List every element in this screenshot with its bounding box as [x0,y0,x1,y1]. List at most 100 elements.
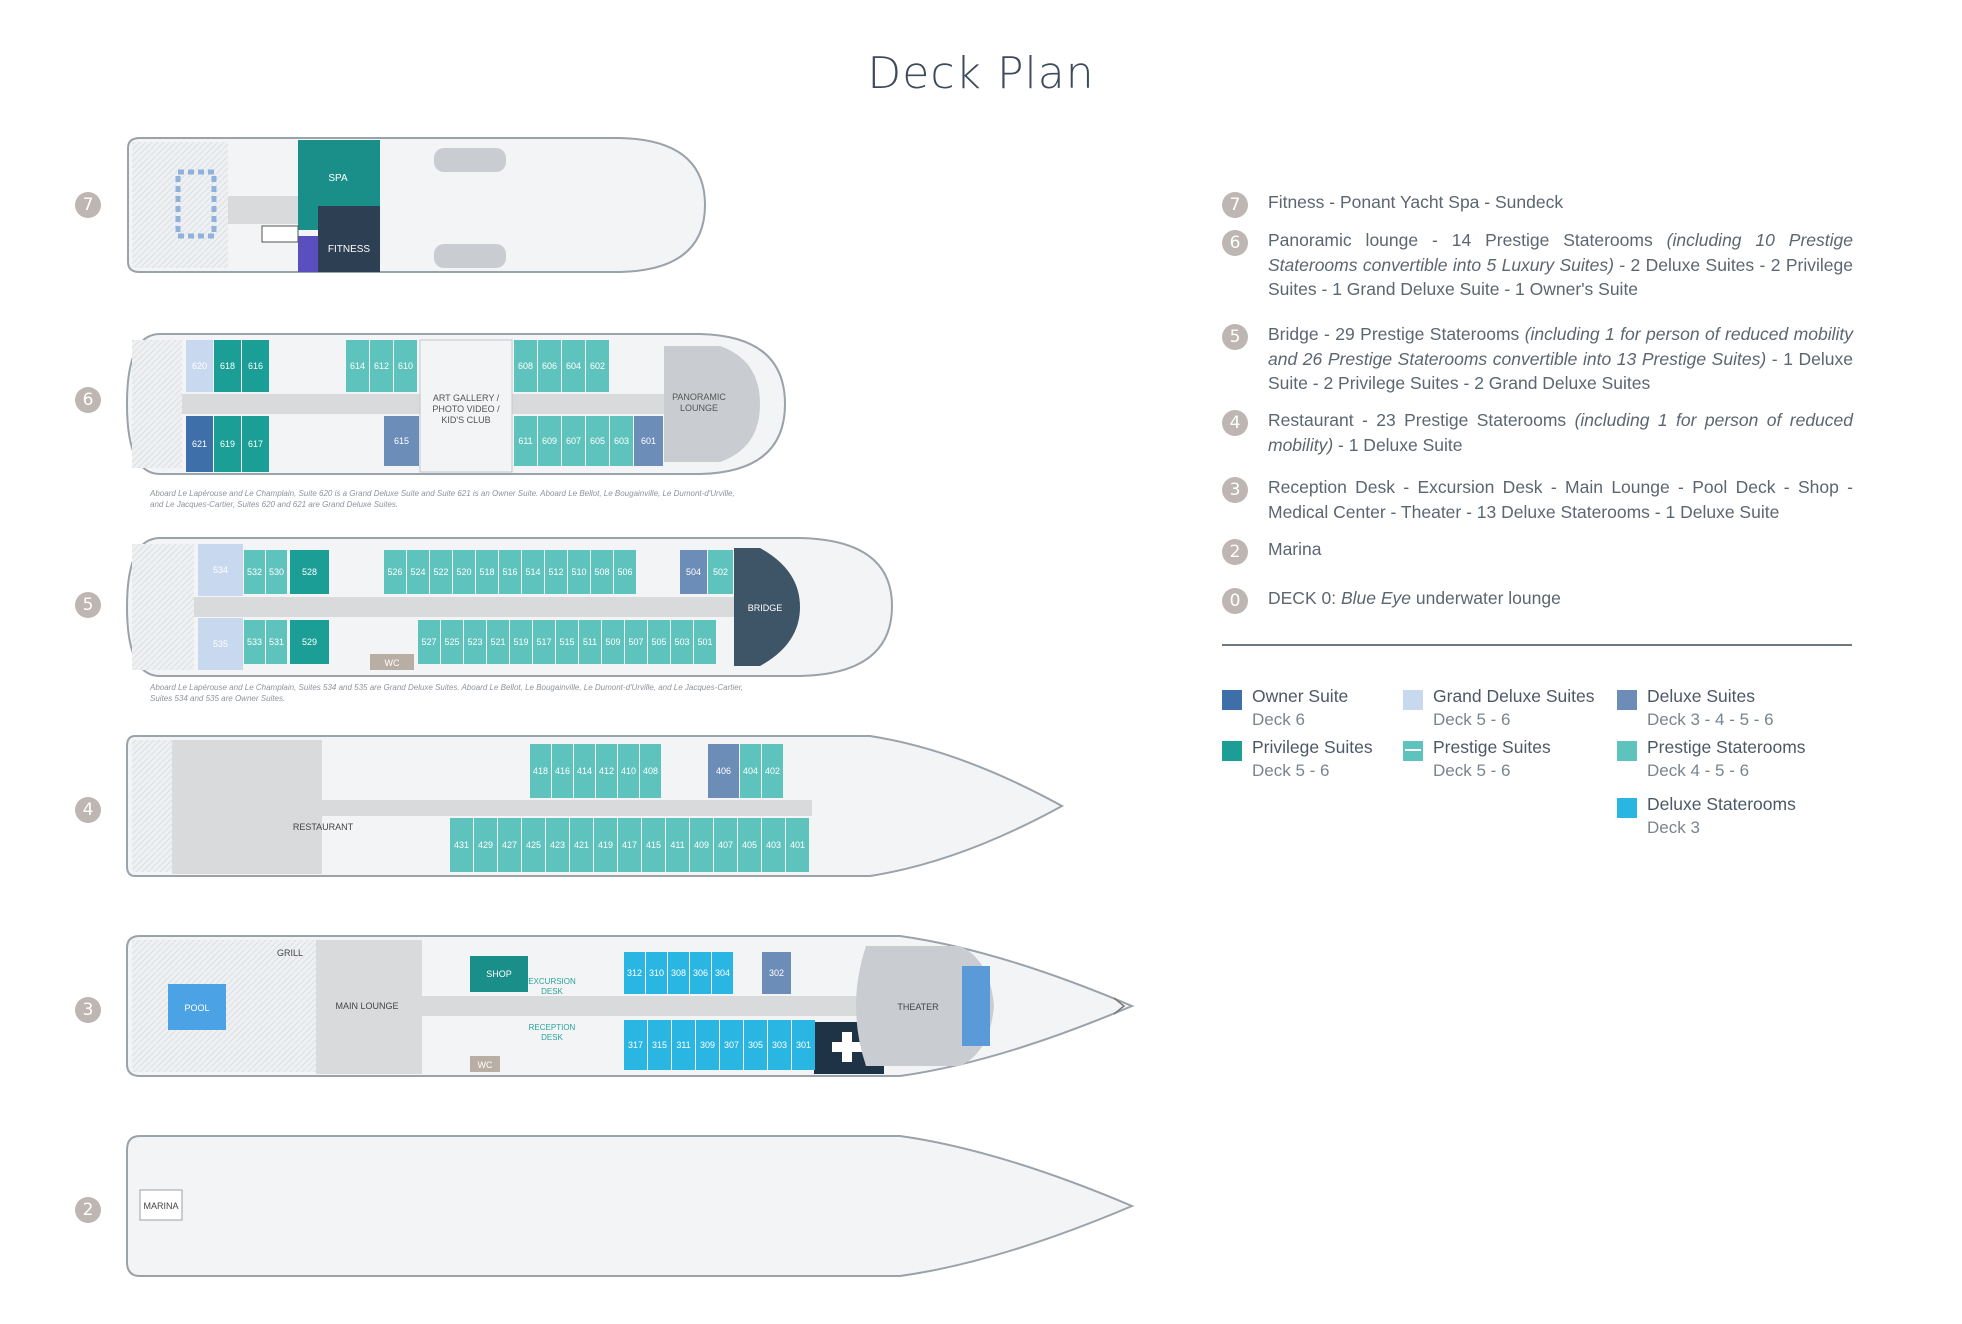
cabin-427 [498,818,521,872]
deck-4-badge: 4 [75,797,101,823]
cabin-label-423: 423 [550,840,565,850]
deck-6-plan: ART GALLERY / PHOTO VIDEO / KID'S CLUB P… [125,333,787,475]
cabin-label-620: 620 [192,361,207,371]
cabin-label-517: 517 [536,637,551,647]
cabin-label-532: 532 [247,567,262,577]
deck-plan-diagram: SPA FITNESS ART GALLERY / PHOTO VIDEO / … [125,137,1135,1277]
cabin-407 [714,818,737,872]
cabin-503 [671,620,693,664]
cabin-label-401: 401 [790,840,805,850]
cabin-412 [596,744,617,798]
cabin-label-425: 425 [526,840,541,850]
reception-desk-label-2: DESK [541,1033,563,1042]
description-badge-6: 6 [1222,230,1248,256]
deck-3-wc [470,1056,500,1072]
cabin-530 [266,550,287,594]
cabin-label-618: 618 [220,361,235,371]
pool-label: POOL [184,1003,209,1013]
deck-3-corridor [422,996,866,1016]
cabin-601 [634,416,663,466]
legend-decks: Deck 5 - 6 [1252,761,1330,780]
cabin-612 [370,340,393,392]
cabin-label-616: 616 [248,361,263,371]
restaurant-area [172,740,322,874]
cabin-507 [625,620,647,664]
grill-label: GRILL [277,948,303,958]
description-italic-note: (including 10 Prestige Staterooms conver… [1268,230,1854,275]
deck-3-plan: POOL GRILL MAIN LOUNGE SHOP EXCURSION DE… [126,935,1135,1077]
spa-lift [298,236,318,272]
cabin-404 [740,744,761,798]
cabin-406 [708,744,739,798]
legend-decks: Deck 4 - 5 - 6 [1647,761,1750,780]
cabin-label-303: 303 [772,1040,787,1050]
reception-desk-label-1: RECEPTION [529,1023,576,1032]
cabin-label-307: 307 [724,1040,739,1050]
cabin-label-418: 418 [533,766,548,776]
cabin-533 [244,620,265,664]
cabin-label-530: 530 [269,567,284,577]
cabin-label-429: 429 [478,840,493,850]
legend-divider [1222,644,1852,646]
cabin-label-402: 402 [765,766,780,776]
cabin-label-523: 523 [467,637,482,647]
cabin-label-408: 408 [643,766,658,776]
cabin-label-621: 621 [192,439,207,449]
cabin-518 [476,550,498,594]
cabin-416 [552,744,573,798]
cabin-526 [384,550,406,594]
gallery-area [419,339,513,473]
cabin-label-611: 611 [518,436,532,446]
gallery-label-3: KID'S CLUB [441,415,490,425]
deck-6-footnote-1: Aboard Le Lapérouse and Le Champlain, Su… [150,489,735,498]
description-badge-0: 0 [1222,588,1248,614]
main-lounge [316,940,422,1074]
cabin-409 [690,818,713,872]
cabin-511 [579,620,601,664]
cabin-423 [546,818,569,872]
cabin-label-409: 409 [694,840,709,850]
cabin-label-610: 610 [398,361,413,371]
cabin-418 [530,744,551,798]
cabin-label-601: 601 [641,436,656,446]
legend-decks: Deck 6 [1252,710,1305,729]
legend-swatch [1403,741,1423,761]
cabin-label-531: 531 [269,637,284,647]
cabin-label-317: 317 [628,1040,643,1050]
legend-name: Deluxe Staterooms [1647,794,1796,814]
cabin-label-419: 419 [598,840,613,850]
description-italic-note: (including 1 for person of reduced mobil… [1268,410,1854,455]
deck-2-plan: MARINA [126,1135,1135,1277]
deck-2-badge: 2 [75,1197,101,1223]
cabin-408 [640,744,661,798]
cabin-510 [568,550,590,594]
cabin-604 [562,340,585,392]
cabin-607 [562,416,585,466]
cabin-611 [514,416,537,466]
description-text-part: Bridge - 29 Prestige Staterooms [1268,324,1525,344]
deck-7-sundeck [132,142,228,268]
cabin-315 [648,1020,671,1070]
deck-3-wc-label: WC [478,1060,493,1070]
theater-stage [962,966,990,1046]
cabin-517 [533,620,555,664]
cabin-514 [522,550,544,594]
cabin-label-403: 403 [766,840,781,850]
cabin-308 [668,952,689,994]
deck-3-badge: 3 [75,997,101,1023]
cabin-317 [624,1020,647,1070]
cabin-label-504: 504 [686,567,701,577]
cabin-502 [708,550,733,594]
cabin-label-516: 516 [502,567,517,577]
cabin-label-529: 529 [302,637,317,647]
cabin-label-315: 315 [652,1040,667,1050]
cabin-label-431: 431 [454,840,469,850]
theater-area [856,946,994,1066]
cabin-label-311: 311 [676,1040,690,1050]
cabin-535 [198,618,243,670]
cabin-label-411: 411 [670,840,684,850]
